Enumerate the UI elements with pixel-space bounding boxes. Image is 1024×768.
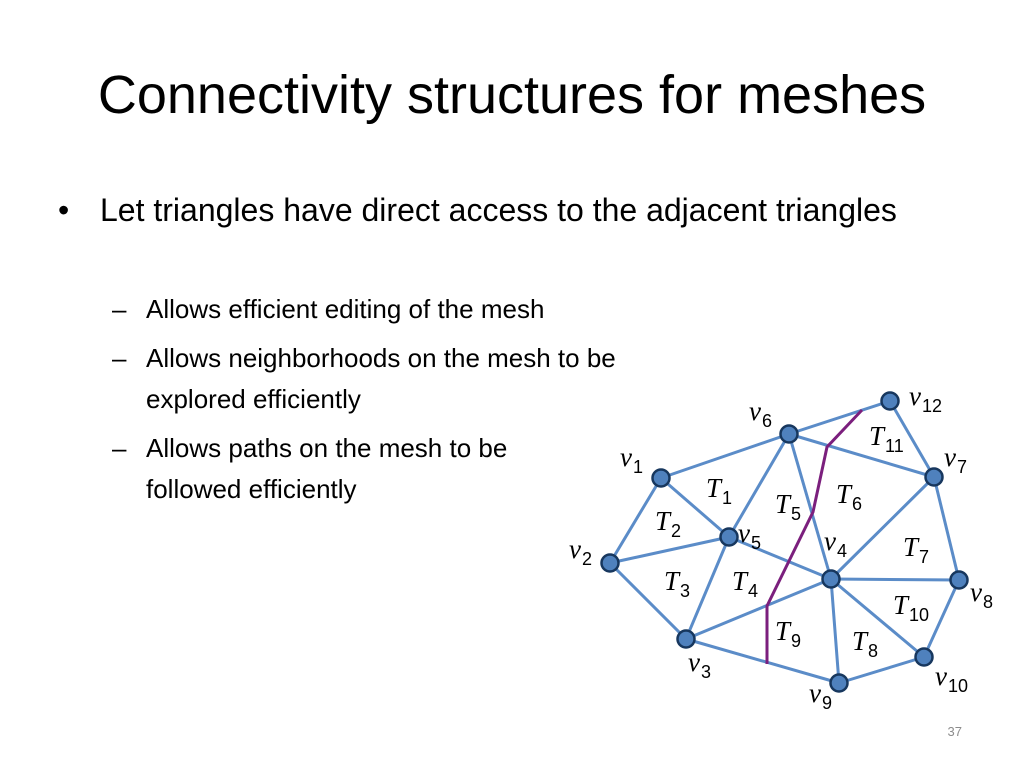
triangle-label-T8: T8 (852, 626, 878, 661)
vertex-label-v2: v2 (569, 534, 592, 569)
edge-v1-v2 (608, 476, 663, 565)
triangle-label-T11: T11 (869, 421, 904, 456)
triangle-label-T9: T9 (775, 616, 801, 651)
triangle-label-T1: T1 (706, 473, 732, 508)
vertex-v6 (779, 424, 799, 444)
vertex-label-v3: v3 (688, 647, 711, 682)
vertex-v8 (949, 570, 969, 590)
edge-v4-v8 (829, 577, 961, 582)
edge-v3-v5 (684, 535, 731, 641)
vertex-v1 (651, 468, 671, 488)
subbullet-text: Allows paths on the mesh to be followed … (146, 433, 508, 504)
vertex-v9 (829, 673, 849, 693)
triangle-label-T2: T2 (655, 506, 681, 541)
page-number: 37 (947, 724, 962, 739)
vertex-v10 (914, 647, 934, 667)
vertex-v5 (719, 527, 739, 547)
triangle-label-T5: T5 (775, 489, 801, 524)
main-bullet: • Let triangles have direct access to th… (58, 190, 898, 230)
edge-v6-v4 (787, 432, 833, 581)
edge-v6-v12 (787, 399, 892, 436)
triangle-label-T7: T7 (903, 532, 929, 567)
triangle-label-T3: T3 (664, 566, 690, 601)
main-bullet-text: Let triangles have direct access to the … (100, 192, 897, 228)
edge-v7-v8 (932, 475, 961, 582)
edge-v2-v3 (608, 561, 688, 641)
subbullet-editing: – Allows efficient editing of the mesh (112, 289, 652, 330)
subbullet-paths: – Allows paths on the mesh to be followe… (112, 428, 562, 510)
edge-v3-v9 (684, 637, 841, 685)
vertex-label-v4: v4 (824, 526, 847, 561)
vertex-label-v7: v7 (944, 442, 967, 477)
edge-v4-v5 (727, 535, 833, 581)
subbullet-text: Allows neighborhoods on the mesh to be e… (146, 343, 616, 414)
edge-v9-v4 (829, 577, 841, 685)
subbullet-neighborhoods: – Allows neighborhoods on the mesh to be… (112, 338, 652, 420)
triangle-label-T6: T6 (836, 479, 862, 514)
edge-v12-v7 (888, 399, 936, 479)
triangle-label-T4: T4 (732, 566, 758, 601)
subbullet-marker: – (112, 343, 127, 373)
triangle-label-T10: T10 (893, 590, 929, 625)
subbullet-text: Allows efficient editing of the mesh (146, 294, 545, 324)
subbullet-marker: – (112, 294, 127, 324)
edge-v2-v5 (608, 535, 731, 565)
edge-v3-v4 (684, 577, 833, 641)
edge-v9-v10 (837, 655, 926, 685)
edge-v6-v7 (787, 432, 936, 479)
vertex-labels: v1 v2 v3 v4 v5 v6 v7 v8 v9 v10 v12 (569, 381, 993, 713)
vertex-v3 (676, 629, 696, 649)
edge-v8-v10 (922, 578, 961, 659)
edge-v5-v6 (727, 432, 791, 539)
edge-v1-v6 (659, 432, 791, 480)
edge-v4-v10 (829, 577, 926, 659)
mesh-edges (608, 399, 961, 685)
vertex-label-v6: v6 (749, 396, 772, 431)
mesh-vertices (600, 391, 969, 693)
vertex-label-v1: v1 (620, 442, 643, 477)
vertex-v2 (600, 553, 620, 573)
mesh-path (765, 408, 864, 664)
vertex-label-v8: v8 (970, 577, 993, 612)
vertex-label-v9: v9 (809, 678, 832, 713)
edge-v1-v5 (659, 476, 731, 539)
vertex-v12 (880, 391, 900, 411)
vertex-v7 (924, 467, 944, 487)
vertex-label-v12: v12 (909, 381, 942, 416)
edge-v4-v7 (829, 475, 936, 581)
bullet-marker: • (58, 192, 70, 228)
vertex-label-v5: v5 (738, 518, 761, 553)
subbullet-marker: – (112, 433, 127, 463)
vertex-label-v10: v10 (935, 661, 968, 696)
vertex-v4 (821, 569, 841, 589)
slide-title: Connectivity structures for meshes (97, 65, 927, 125)
